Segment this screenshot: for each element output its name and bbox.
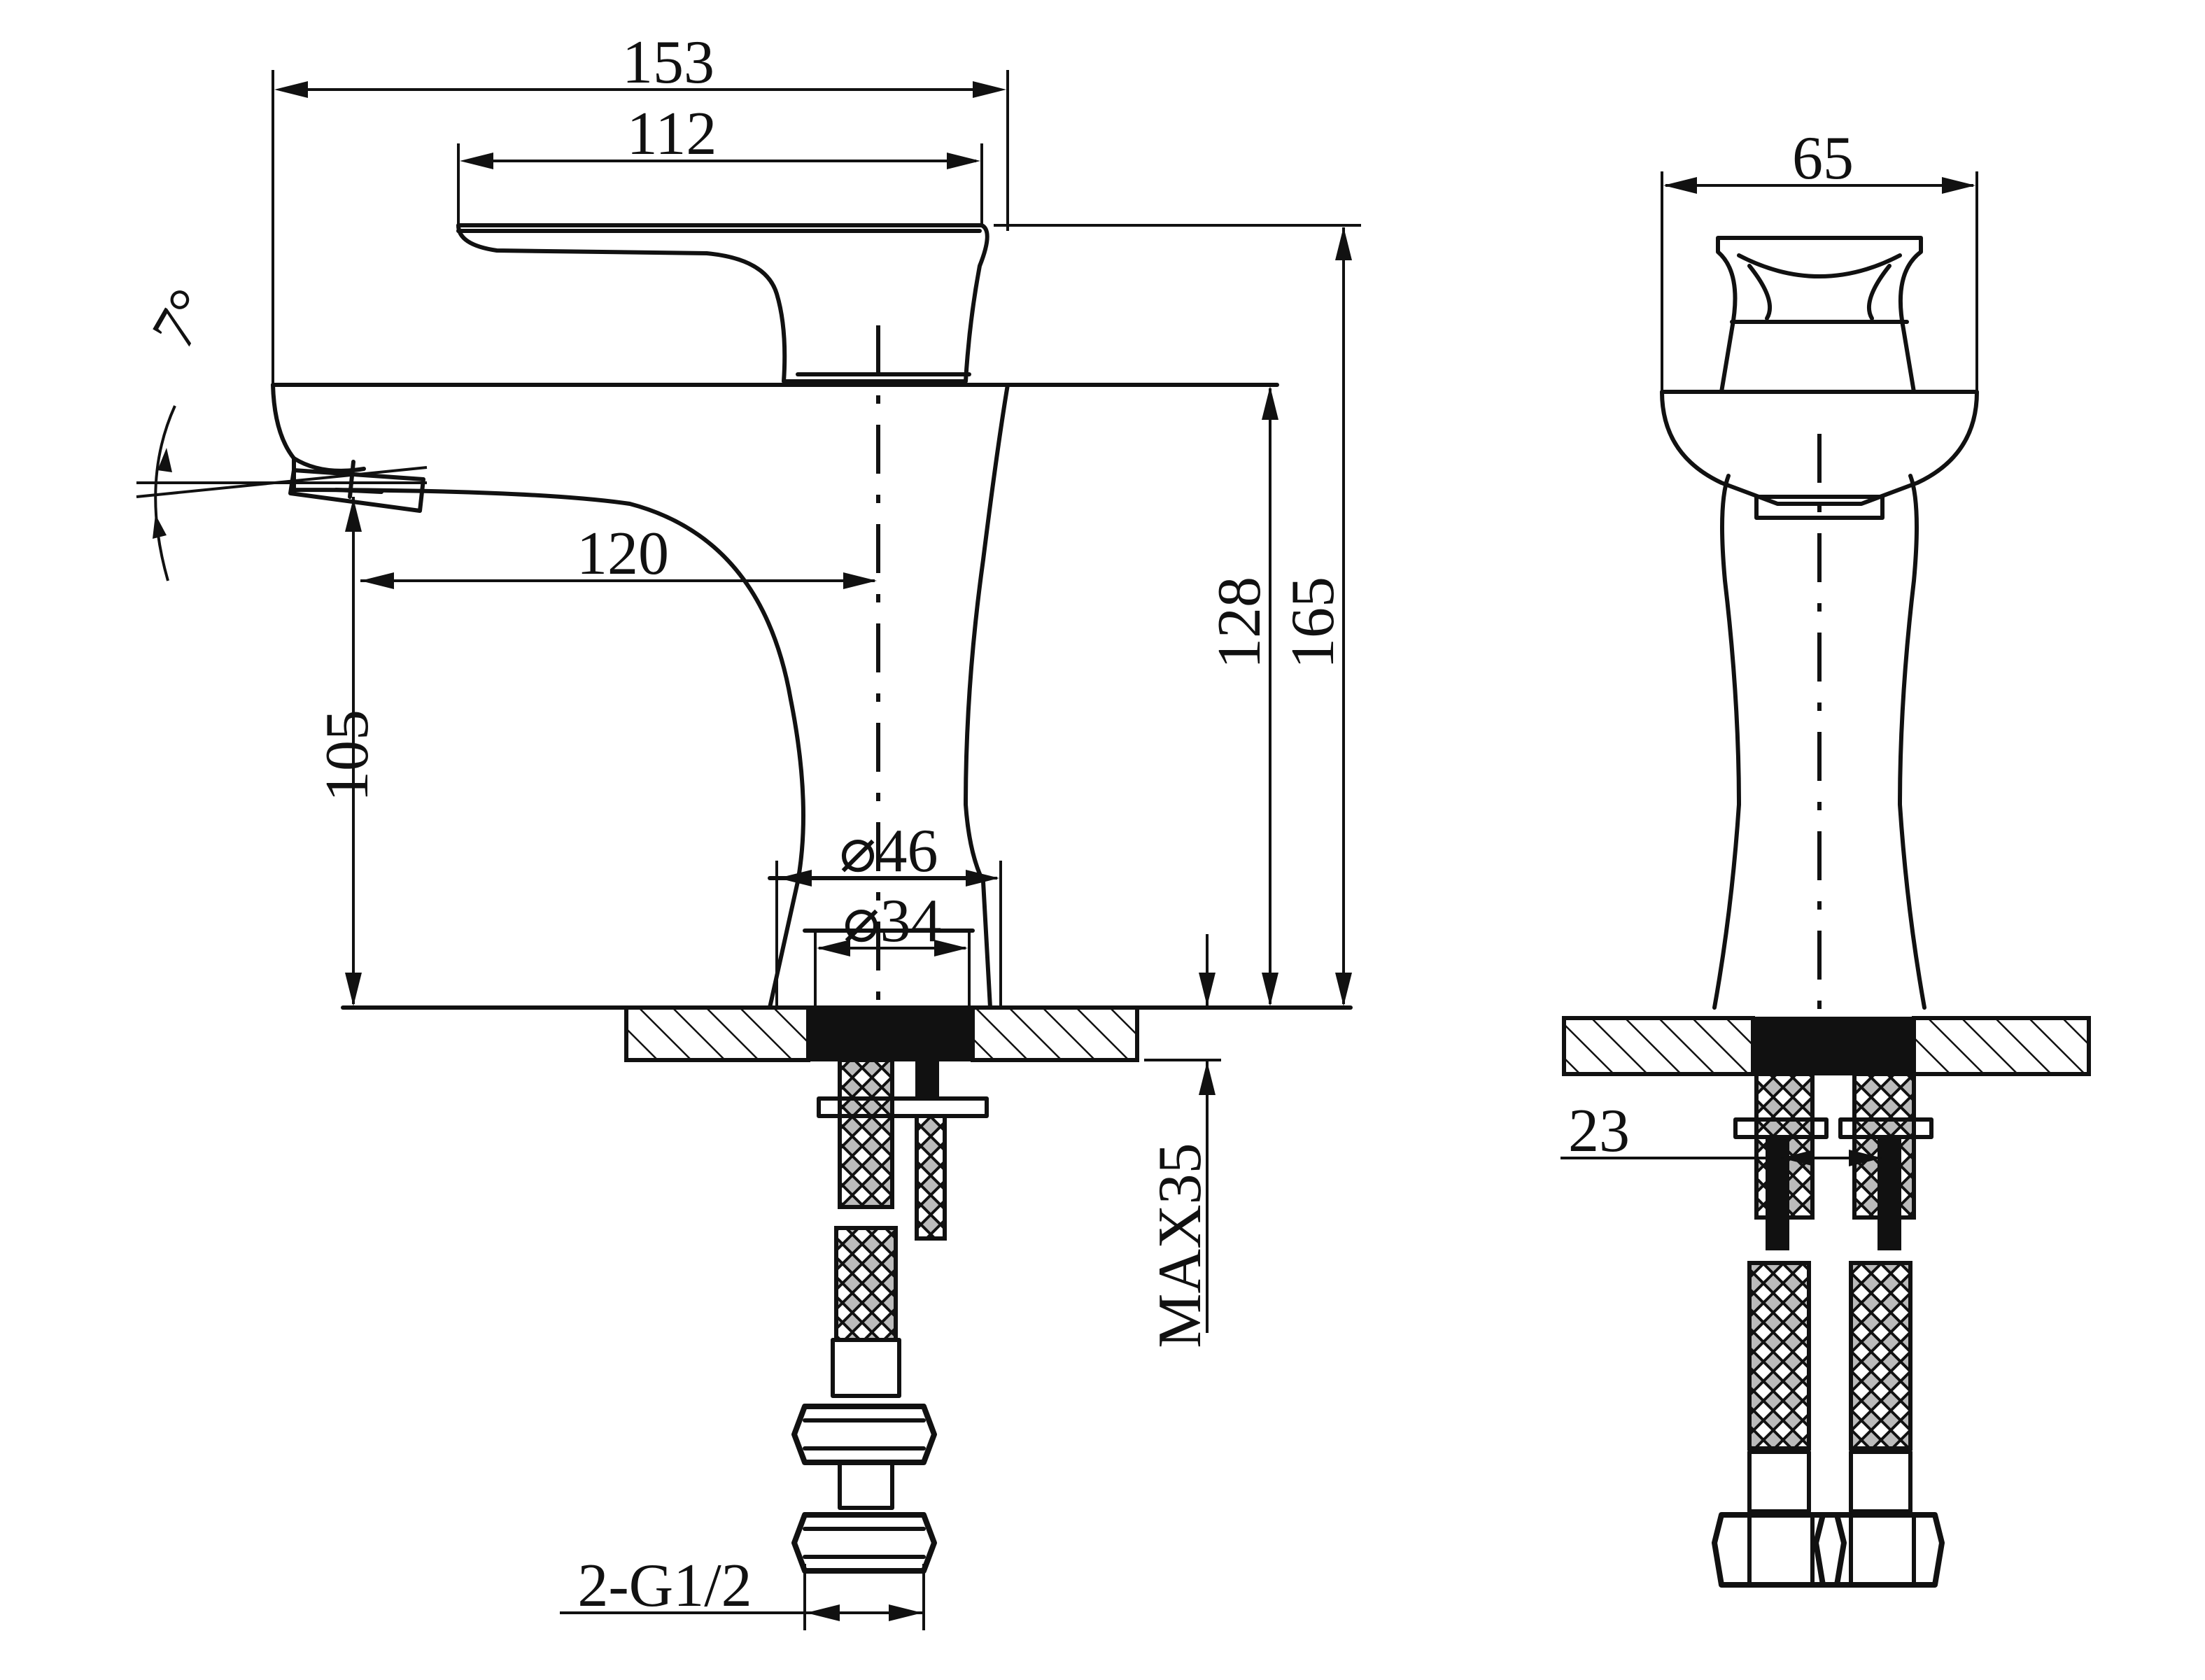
dim-label-connection: 2-G1/2 bbox=[577, 1552, 752, 1620]
side-stud-left bbox=[1766, 1136, 1789, 1250]
side-body bbox=[1712, 474, 1926, 1010]
side-view: 65 23 bbox=[1561, 125, 2091, 1588]
dim-label-120: 120 bbox=[577, 520, 669, 588]
dim-label-65: 65 bbox=[1792, 125, 1854, 192]
fixing-stud-thread bbox=[915, 1114, 947, 1241]
side-mount-shank bbox=[1752, 1017, 1915, 1075]
dim-label-165: 165 bbox=[1279, 577, 1347, 669]
fixing-plate bbox=[817, 1096, 989, 1118]
dim-label-153: 153 bbox=[622, 29, 714, 97]
aerator bbox=[288, 468, 425, 513]
countertop-right bbox=[971, 1005, 1139, 1062]
fixing-stud bbox=[915, 1059, 939, 1100]
lever-handle bbox=[456, 223, 989, 383]
dim-label-128: 128 bbox=[1206, 577, 1274, 669]
dim-label-dia34: ⌀34 bbox=[843, 887, 942, 955]
side-nut-right bbox=[1813, 1512, 1945, 1588]
dim-label-112: 112 bbox=[627, 100, 717, 168]
side-hose-left-lower bbox=[1747, 1261, 1811, 1450]
side-hose-right-lower bbox=[1849, 1261, 1912, 1450]
side-countertop-right bbox=[1912, 1016, 2091, 1076]
side-stud-right bbox=[1878, 1136, 1901, 1250]
hex-nut-upper bbox=[791, 1404, 937, 1465]
side-nut-left bbox=[1712, 1512, 1847, 1588]
dim-label-dia46: ⌀46 bbox=[840, 817, 938, 885]
front-view: 153 112 120 105 128 165 ⌀46 ⌀34 MAX35 7°… bbox=[136, 29, 1361, 1630]
mount-shank bbox=[807, 1006, 974, 1061]
supply-hose-lower bbox=[834, 1226, 898, 1342]
dim-label-max35: MAX35 bbox=[1146, 1143, 1214, 1348]
side-body-cap bbox=[1660, 390, 1979, 506]
dim-label-angle: 7° bbox=[139, 278, 226, 360]
dim-label-23: 23 bbox=[1568, 1097, 1630, 1165]
hex-nut-lower bbox=[791, 1512, 937, 1574]
dim-label-105: 105 bbox=[314, 710, 381, 802]
side-countertop-left bbox=[1562, 1016, 1755, 1076]
supply-hose-upper bbox=[838, 1058, 894, 1209]
countertop-left bbox=[624, 1005, 810, 1062]
